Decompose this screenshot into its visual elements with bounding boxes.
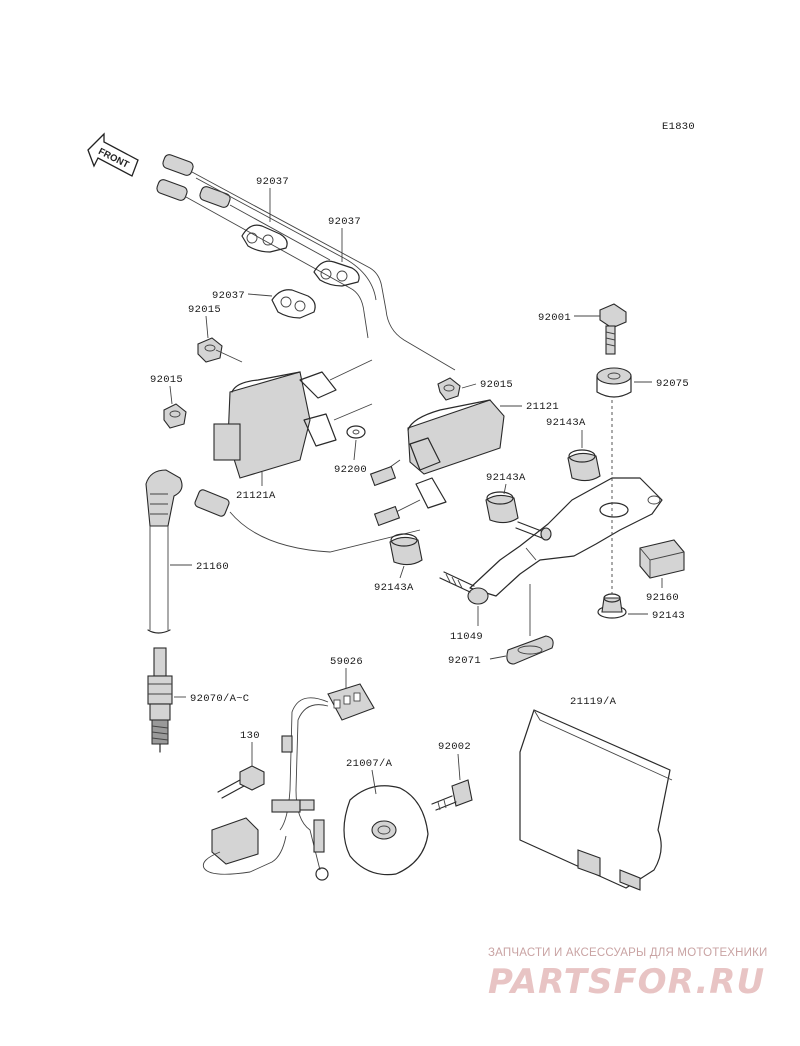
collar-92143A-c [389,533,423,566]
rubber-92071 [506,635,554,665]
label-92015-a: 92015 [188,304,221,316]
igniter-21119A [519,709,673,891]
label-11049: 11049 [450,631,483,643]
screw-bracket [515,521,552,541]
ignition-coil-21121A [213,359,373,479]
label-59026: 59026 [330,656,363,668]
label-21160: 21160 [196,561,229,573]
pickup-coil-harness [202,683,375,881]
label-92200: 92200 [334,464,367,476]
clamp-92037-a [241,224,288,253]
spark-plug-92070 [147,647,173,753]
label-21121: 21121 [526,401,559,413]
label-92001: 92001 [538,312,571,324]
label-92160: 92160 [646,592,679,604]
washer-92200 [346,425,366,439]
diagram-code: E1830 [662,121,695,133]
label-21119A: 21119/A [570,696,617,708]
bolt-92001 [599,303,627,355]
label-92037-b: 92037 [328,216,361,228]
label-92002: 92002 [438,741,471,753]
spark-plug-cap-21160 [145,469,421,634]
collar-92143 [597,400,627,619]
collar-92143A-a [567,449,601,482]
label-92071: 92071 [448,655,481,667]
bolt-11049 [439,571,489,605]
grommet-92075 [596,367,632,398]
front-arrow-icon: FRONT [87,132,139,177]
clamp-92037-b [313,260,360,287]
label-21007A: 21007/A [346,758,393,770]
nut-92015-a [197,337,223,363]
label-92070: 92070/A~C [190,693,249,705]
watermark-subtitle: ЗАПЧАСТИ И АКСЕССУАРЫ ДЛЯ МОТОТЕХНИКИ [488,947,768,959]
label-92075: 92075 [656,378,689,390]
label-92037-a: 92037 [256,176,289,188]
label-92015-b: 92015 [150,374,183,386]
label-92143A-c: 92143A [374,582,414,594]
label-92143: 92143 [652,610,685,622]
bolt-92002 [431,779,473,811]
spark-plug-leads [156,154,456,371]
nut-92015-c [437,377,461,401]
collar-92143A-b [485,491,519,524]
label-92015-c: 92015 [480,379,513,391]
rotor-21007A [343,785,429,876]
label-21121A: 21121A [236,490,276,502]
watermark-logo: PARTSFOR.RU [488,962,766,1002]
ignition-coil-21121 [369,399,505,527]
label-92037-c: 92037 [212,290,245,302]
clamp-92037-c [271,289,316,319]
label-92143A-a: 92143A [546,417,586,429]
damper-92160 [639,539,685,579]
label-92143A-b: 92143A [486,472,526,484]
label-130: 130 [240,730,260,742]
nut-92015-b [163,403,187,429]
